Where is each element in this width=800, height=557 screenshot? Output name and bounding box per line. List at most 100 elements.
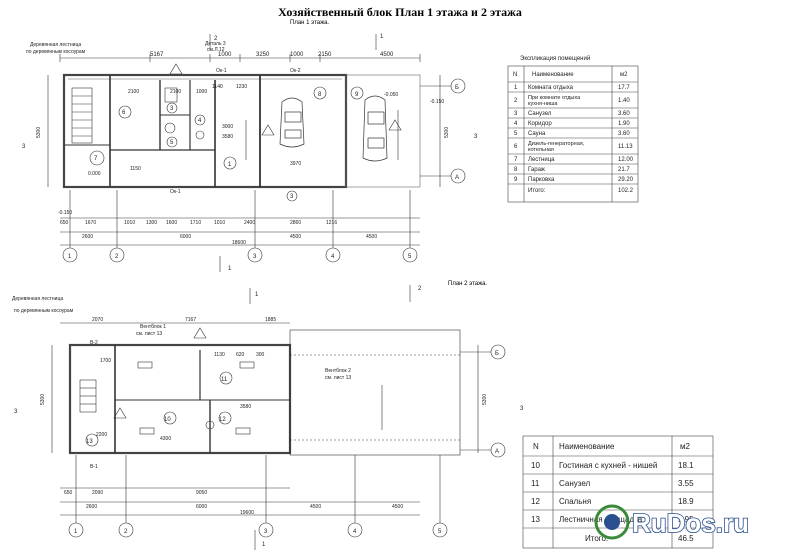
table1-cell-name: Лестница	[528, 157, 555, 163]
dim: 2860	[290, 220, 301, 226]
axis-letter: А	[495, 449, 499, 455]
table2-cell-name: Гостиная с кухней - нишей	[559, 461, 657, 470]
table2-total-label: Итого:	[585, 534, 608, 543]
room-number: 10	[164, 417, 171, 423]
table-header: м2	[680, 442, 691, 451]
dim: 1000	[196, 89, 207, 95]
dim: 1230	[236, 84, 247, 90]
watermark: RuDos.ru	[594, 504, 750, 540]
room-number: 13	[86, 439, 93, 445]
table2: N Наименование м2	[522, 435, 714, 549]
room-number: 3	[290, 194, 294, 200]
room-number: 4	[198, 118, 202, 124]
table1-cell-name: Коридор	[528, 121, 552, 127]
table-header: N	[533, 442, 539, 451]
room-number: 8	[318, 92, 322, 98]
table1-cell-n: 4	[514, 121, 518, 127]
stair-note: Деревянная лестница	[30, 42, 81, 48]
dim: 5300	[482, 394, 488, 405]
section-mark: 2	[214, 36, 218, 42]
dim: 1010	[124, 220, 135, 226]
dim: 2600	[82, 234, 93, 240]
table2-cell-name: Спальня	[559, 497, 591, 506]
level-mark: -0.150	[430, 99, 444, 105]
section-mark: 3	[474, 134, 478, 140]
dim: 18600	[232, 240, 246, 246]
dim: 2090	[92, 490, 103, 496]
plan2: 1 2 Деревянная лестница по деревянным ко…	[12, 285, 524, 550]
table-header: м2	[620, 72, 628, 78]
level-mark: 0.000	[88, 171, 101, 177]
dim: 300	[256, 352, 265, 358]
axis-letter: Б	[495, 351, 499, 357]
dim: 19600	[240, 510, 254, 516]
table2-cell-area: 3.55	[678, 479, 694, 488]
plan2-caption: План 2 этажа.	[448, 281, 487, 287]
dim: 1010	[214, 220, 225, 226]
stair-note: по деревянным косоурам	[14, 308, 74, 314]
table2-total-value: 46.5	[678, 534, 694, 543]
section-mark: 1	[228, 266, 232, 272]
table1-cell-area: 17.7	[618, 85, 630, 91]
axis-number: 1	[74, 529, 78, 535]
table1-cell-n: 8	[514, 167, 518, 173]
dim: 2070	[92, 317, 103, 323]
table1-cell-area: 1.90	[618, 121, 630, 127]
window-mark: Ок-2	[290, 68, 301, 74]
dim: 6000	[196, 504, 207, 510]
detail-note: Деталь 3	[205, 41, 226, 47]
plan1: 2 1 5167 1000 3250 1000 2150 4500	[22, 34, 478, 272]
table1-cell-name: При комнате отдыха	[528, 95, 581, 101]
axis-number: 2	[115, 254, 119, 260]
vent-note: см. лист 13	[325, 375, 351, 381]
level-mark: -0.150	[58, 210, 72, 216]
table-header: Наименование	[532, 72, 574, 78]
dim: 1000	[290, 52, 304, 58]
table1-cell-area: 12.00	[618, 157, 634, 163]
table1-cell-n: 9	[514, 177, 518, 183]
dim: 3000	[222, 124, 233, 130]
dim: 1600	[166, 220, 177, 226]
axis-letter: Б	[455, 85, 459, 91]
dim: 1140	[212, 84, 223, 90]
dim: 650	[64, 490, 73, 496]
dim: 4300	[160, 436, 171, 442]
dim: 1300	[146, 220, 157, 226]
vent-note: Вентблок 2	[325, 368, 351, 374]
dim: 5167	[150, 52, 164, 58]
table2-cell-name: Лестничная площадка	[559, 515, 643, 524]
table1-cell-n: 3	[514, 111, 518, 117]
table2-cell-area: 18.1	[678, 461, 694, 470]
dim: 1150	[130, 166, 141, 172]
dim: 3250	[256, 52, 270, 58]
dim: 5300	[444, 127, 450, 138]
window-mark: Ок-1	[170, 189, 181, 195]
watermark-text: RuDos.ru	[632, 508, 749, 538]
axis-number: 4	[331, 254, 335, 260]
section-mark: 3	[14, 409, 18, 415]
dim: 2600	[86, 504, 97, 510]
dim: 2200	[96, 432, 107, 438]
section-mark: 3	[22, 144, 26, 150]
table-header: N	[513, 72, 517, 78]
section-mark: 1	[255, 292, 259, 298]
dim: 6000	[180, 234, 191, 240]
dim: 1130	[214, 352, 225, 358]
drawing-title: Хозяйственный блок План 1 этажа и 2 этаж…	[278, 5, 522, 19]
dim: 2400	[244, 220, 255, 226]
window-mark: В-2	[90, 340, 98, 346]
table1-cell-name: Сауна	[528, 131, 546, 137]
dim: 4500	[392, 504, 403, 510]
axis-number: 4	[353, 529, 357, 535]
room-number: 11	[221, 377, 228, 383]
car-icon	[279, 97, 305, 148]
table2-cell-area: 5.95	[678, 515, 694, 524]
car-icon	[362, 95, 388, 162]
section-mark: 2	[418, 286, 422, 292]
dim: 4500	[366, 234, 377, 240]
stair-note: по деревянным косоурам	[26, 49, 86, 55]
table2-cell-n: 11	[531, 479, 540, 488]
room-number: 5	[170, 140, 174, 146]
